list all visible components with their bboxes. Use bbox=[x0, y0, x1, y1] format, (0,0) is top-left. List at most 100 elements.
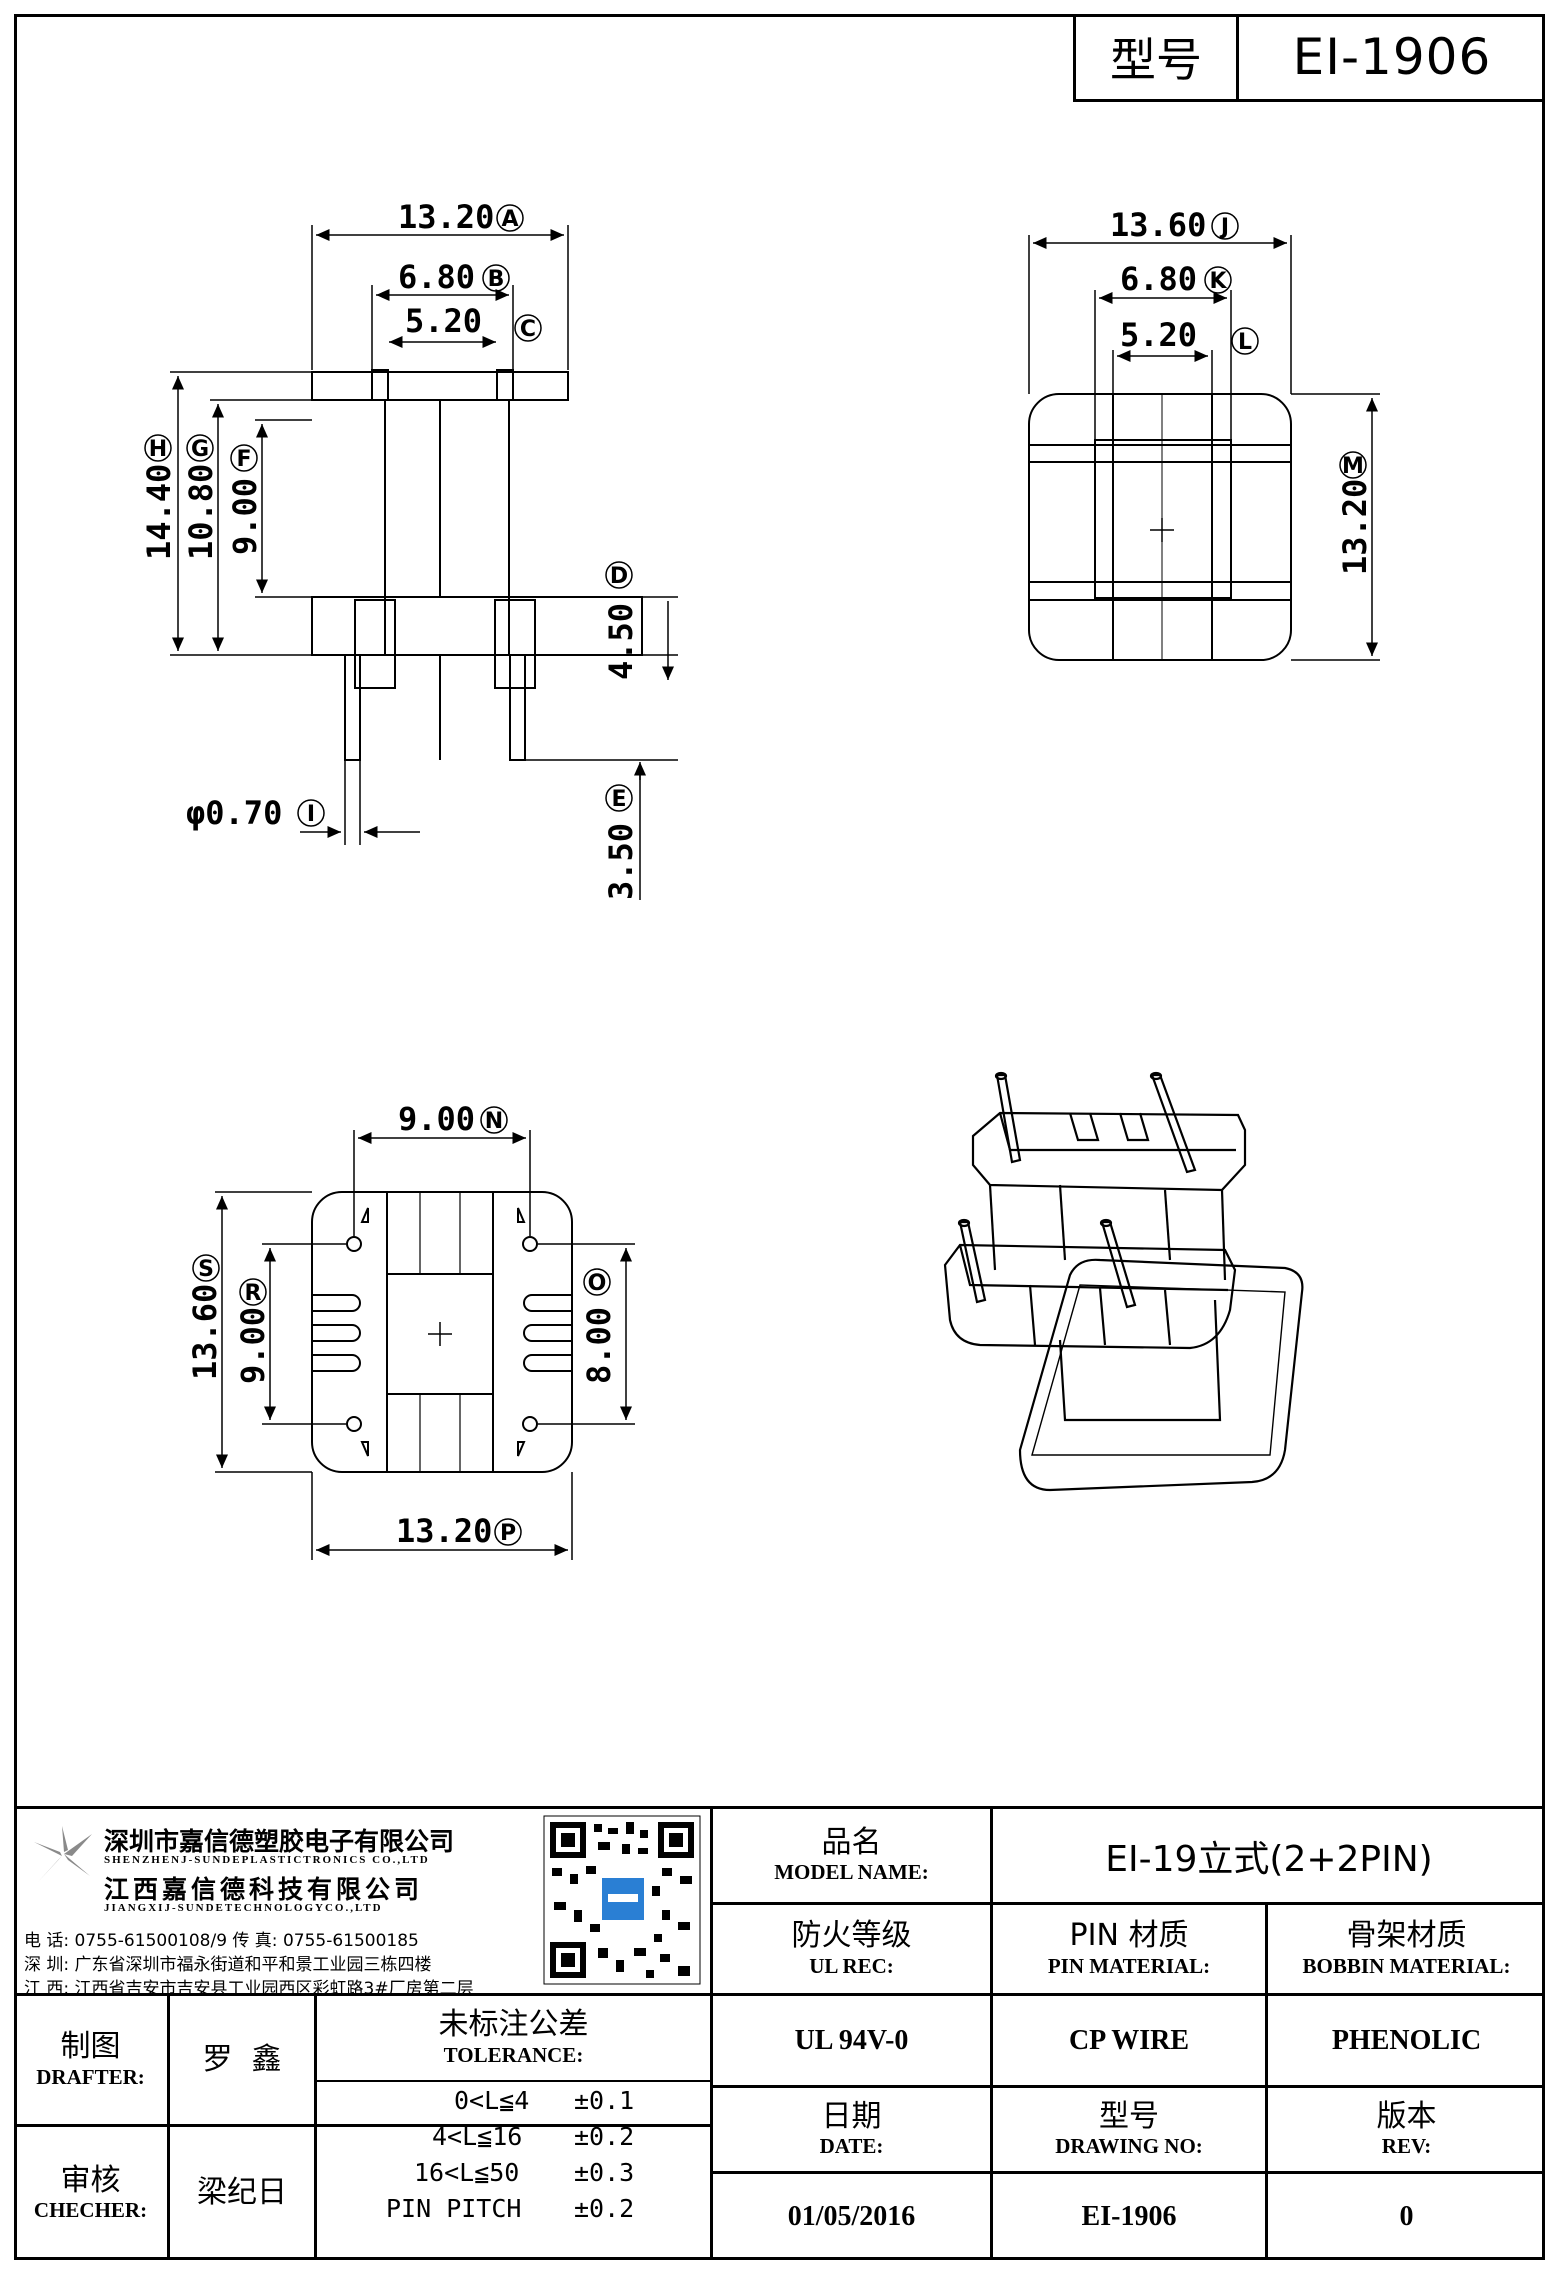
svg-text:R: R bbox=[245, 1281, 262, 1306]
tolerance-range: PIN PITCH bbox=[386, 2194, 522, 2223]
company-name-cn-2: 江西嘉信德科技有限公司 bbox=[104, 1875, 424, 1904]
title-block: 深圳市嘉信德塑胶电子有限公司 SHENZHENJ-SUNDEPLASTICTRO… bbox=[14, 1806, 1545, 2260]
svg-text:J: J bbox=[1219, 215, 1229, 240]
ul-rec-label: 防火等级 UL REC: bbox=[791, 1918, 912, 1978]
bobbin-material-label: 骨架材质 BOBBIN MATERIAL: bbox=[1302, 1918, 1511, 1978]
drafter-label: 制图 DRAFTER: bbox=[36, 2029, 145, 2089]
dim-k-text: 6.80 bbox=[1120, 260, 1197, 298]
company-phone: 电 话: 0755-61500108/9 传 真: 0755-61500185 bbox=[24, 1931, 419, 1951]
header-model-box: 型号 EI-1906 bbox=[1073, 14, 1545, 102]
svg-text:D: D bbox=[610, 564, 628, 589]
bobbin-material-value: PHENOLIC bbox=[1331, 2024, 1482, 2056]
dim-o-letter: O bbox=[583, 1268, 611, 1296]
dim-i-letter: I bbox=[297, 799, 325, 827]
dim-g-text: 10.80 bbox=[182, 464, 220, 560]
dim-n-letter: N bbox=[480, 1106, 508, 1134]
model-name-label: 品名 MODEL NAME: bbox=[774, 1824, 929, 1885]
svg-text:E: E bbox=[611, 787, 626, 812]
dim-f-letter: F bbox=[230, 444, 258, 472]
dim-k-letter: K bbox=[1204, 266, 1232, 294]
dim-b-letter: B bbox=[482, 264, 510, 292]
dim-e-text: 3.50 bbox=[602, 823, 640, 900]
tolerance-value: ±0.1 bbox=[574, 2086, 635, 2115]
dim-p-letter: P bbox=[494, 1518, 522, 1546]
technical-drawing: 13.20 A 6.80 B 5.20 C 14.40 H 10.80 G 9.… bbox=[140, 198, 1380, 1560]
bottom-view bbox=[215, 1130, 635, 1560]
dim-l-text: 5.20 bbox=[1120, 316, 1197, 354]
tolerance-range: 4<L≦16 bbox=[432, 2122, 523, 2151]
rev-value: 0 bbox=[1399, 2201, 1414, 2232]
drawing-no-value: EI-1906 bbox=[1081, 2201, 1177, 2232]
dim-b-text: 6.80 bbox=[398, 258, 475, 296]
dim-g-letter: G bbox=[186, 434, 214, 462]
drawing-frame bbox=[14, 14, 1545, 2260]
isometric-view bbox=[943, 1071, 1304, 1492]
rev-label: 版本 REV: bbox=[1376, 2098, 1437, 2159]
dim-p-text: 13.20 bbox=[396, 1512, 492, 1550]
company-name-en-2: JIANGXIJ-SUNDETECHNOLOGYCO.,LTD bbox=[104, 1902, 383, 1914]
svg-text:B: B bbox=[488, 267, 505, 292]
dim-n-text: 9.00 bbox=[398, 1100, 475, 1138]
drawing-no-label: 型号 DRAWING NO: bbox=[1055, 2098, 1203, 2159]
svg-text:F: F bbox=[236, 447, 251, 472]
svg-text:N: N bbox=[485, 1109, 503, 1134]
svg-text:A: A bbox=[501, 207, 518, 232]
ul-rec-value: UL 94V-0 bbox=[794, 2024, 909, 2056]
tolerance-value: ±0.2 bbox=[574, 2194, 635, 2223]
tolerance-value: ±0.3 bbox=[574, 2158, 635, 2187]
checker-label: 审核 CHECHER: bbox=[33, 2162, 148, 2223]
model-name-value: EI-19立式(2+2PIN) bbox=[1105, 1838, 1433, 1880]
svg-text:P: P bbox=[500, 1521, 516, 1546]
tolerance-label: 未标注公差 TOLERANCE: bbox=[438, 2007, 589, 2067]
svg-text:H: H bbox=[149, 437, 167, 462]
svg-text:L: L bbox=[1238, 330, 1252, 355]
header-value: EI-1906 bbox=[1292, 27, 1492, 86]
dim-m-text: 13.20 bbox=[1336, 479, 1374, 575]
company-address-jx: 江 西: 江西省吉安市吉安县工业园西区彩虹路3#厂房第二层 bbox=[24, 1979, 474, 1999]
dim-h-letter: H bbox=[144, 434, 172, 462]
svg-text:M: M bbox=[1342, 454, 1364, 479]
dim-m-letter: M bbox=[1339, 451, 1367, 479]
company-address-sz: 深 圳: 广东省深圳市福永街道和平和景工业园三栋四楼 bbox=[24, 1955, 432, 1975]
checker-value: 梁纪日 bbox=[197, 2175, 287, 2211]
dim-l-letter: L bbox=[1231, 327, 1259, 355]
company-name-cn-1: 深圳市嘉信德塑胶电子有限公司 bbox=[104, 1827, 455, 1856]
pin-material-label: PIN 材质 PIN MATERIAL: bbox=[1047, 1918, 1211, 1978]
dim-d-letter: D bbox=[605, 561, 633, 589]
dim-c-text: 5.20 bbox=[405, 302, 482, 340]
dim-d-text: 4.50 bbox=[602, 603, 640, 680]
tolerance-range: 0<L≦4 bbox=[454, 2086, 530, 2115]
dim-a-letter: A bbox=[496, 204, 524, 232]
dim-s-letter: S bbox=[192, 1254, 220, 1282]
header-label: 型号 bbox=[1076, 14, 1239, 99]
dim-j-text: 13.60 bbox=[1110, 206, 1206, 244]
tolerance-value: ±0.2 bbox=[574, 2122, 635, 2151]
svg-text:I: I bbox=[307, 802, 315, 827]
dimension-labels: 13.20 A 6.80 B 5.20 C 14.40 H 10.80 G 9.… bbox=[140, 198, 1374, 1550]
svg-text:S: S bbox=[198, 1257, 214, 1282]
front-view bbox=[170, 225, 678, 900]
date-label: 日期 DATE: bbox=[819, 2098, 884, 2159]
dim-c-letter: C bbox=[514, 314, 542, 342]
dim-r-text: 9.00 bbox=[234, 1307, 272, 1384]
dim-r-letter: R bbox=[239, 1278, 267, 1306]
dim-e-letter: E bbox=[605, 784, 633, 812]
company-name-en-1: SHENZHENJ-SUNDEPLASTICTRONICS CO.,LTD bbox=[104, 1854, 430, 1866]
svg-text:O: O bbox=[588, 1271, 607, 1296]
dim-f-text: 9.00 bbox=[226, 478, 264, 555]
dim-j-letter: J bbox=[1211, 212, 1239, 240]
dim-o-text: 8.00 bbox=[580, 1307, 618, 1384]
top-view bbox=[1028, 235, 1380, 661]
svg-text:K: K bbox=[1209, 269, 1227, 294]
dim-h-text: 14.40 bbox=[140, 464, 178, 560]
dim-a-text: 13.20 bbox=[398, 198, 494, 236]
drafter-value: 罗 鑫 bbox=[202, 2041, 282, 2077]
date-value: 01/05/2016 bbox=[787, 2201, 916, 2232]
pin-material-value: CP WIRE bbox=[1068, 2024, 1190, 2056]
tolerance-range: 16<L≦50 bbox=[414, 2158, 520, 2187]
svg-text:G: G bbox=[191, 437, 209, 462]
svg-text:C: C bbox=[520, 317, 536, 342]
company-logo bbox=[32, 1824, 96, 1888]
dim-s-text: 13.60 bbox=[186, 1284, 224, 1380]
dim-i-text: φ0.70 bbox=[186, 794, 282, 832]
